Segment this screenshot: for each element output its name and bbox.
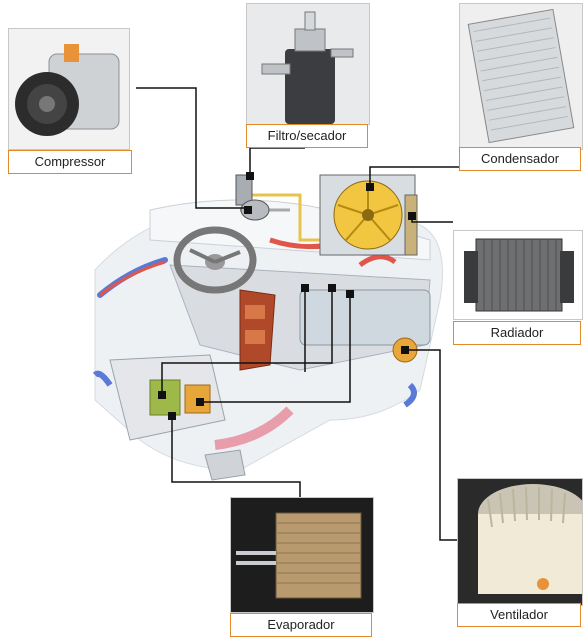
radiator-label: Radiador [453, 321, 581, 345]
condenser-photo [459, 3, 583, 150]
compressor-photo [8, 28, 130, 150]
evaporator-photo [230, 497, 374, 613]
condenser-label: Condensador [459, 147, 581, 171]
blower-label: Ventilador [457, 603, 581, 627]
radiator-photo [453, 230, 583, 320]
evaporator-label: Evaporador [230, 613, 372, 637]
filter-dryer-label: Filtro/secador [246, 124, 368, 148]
filter-dryer-photo [246, 3, 370, 125]
compressor-label: Compressor [8, 150, 132, 174]
blower-photo [457, 478, 583, 606]
